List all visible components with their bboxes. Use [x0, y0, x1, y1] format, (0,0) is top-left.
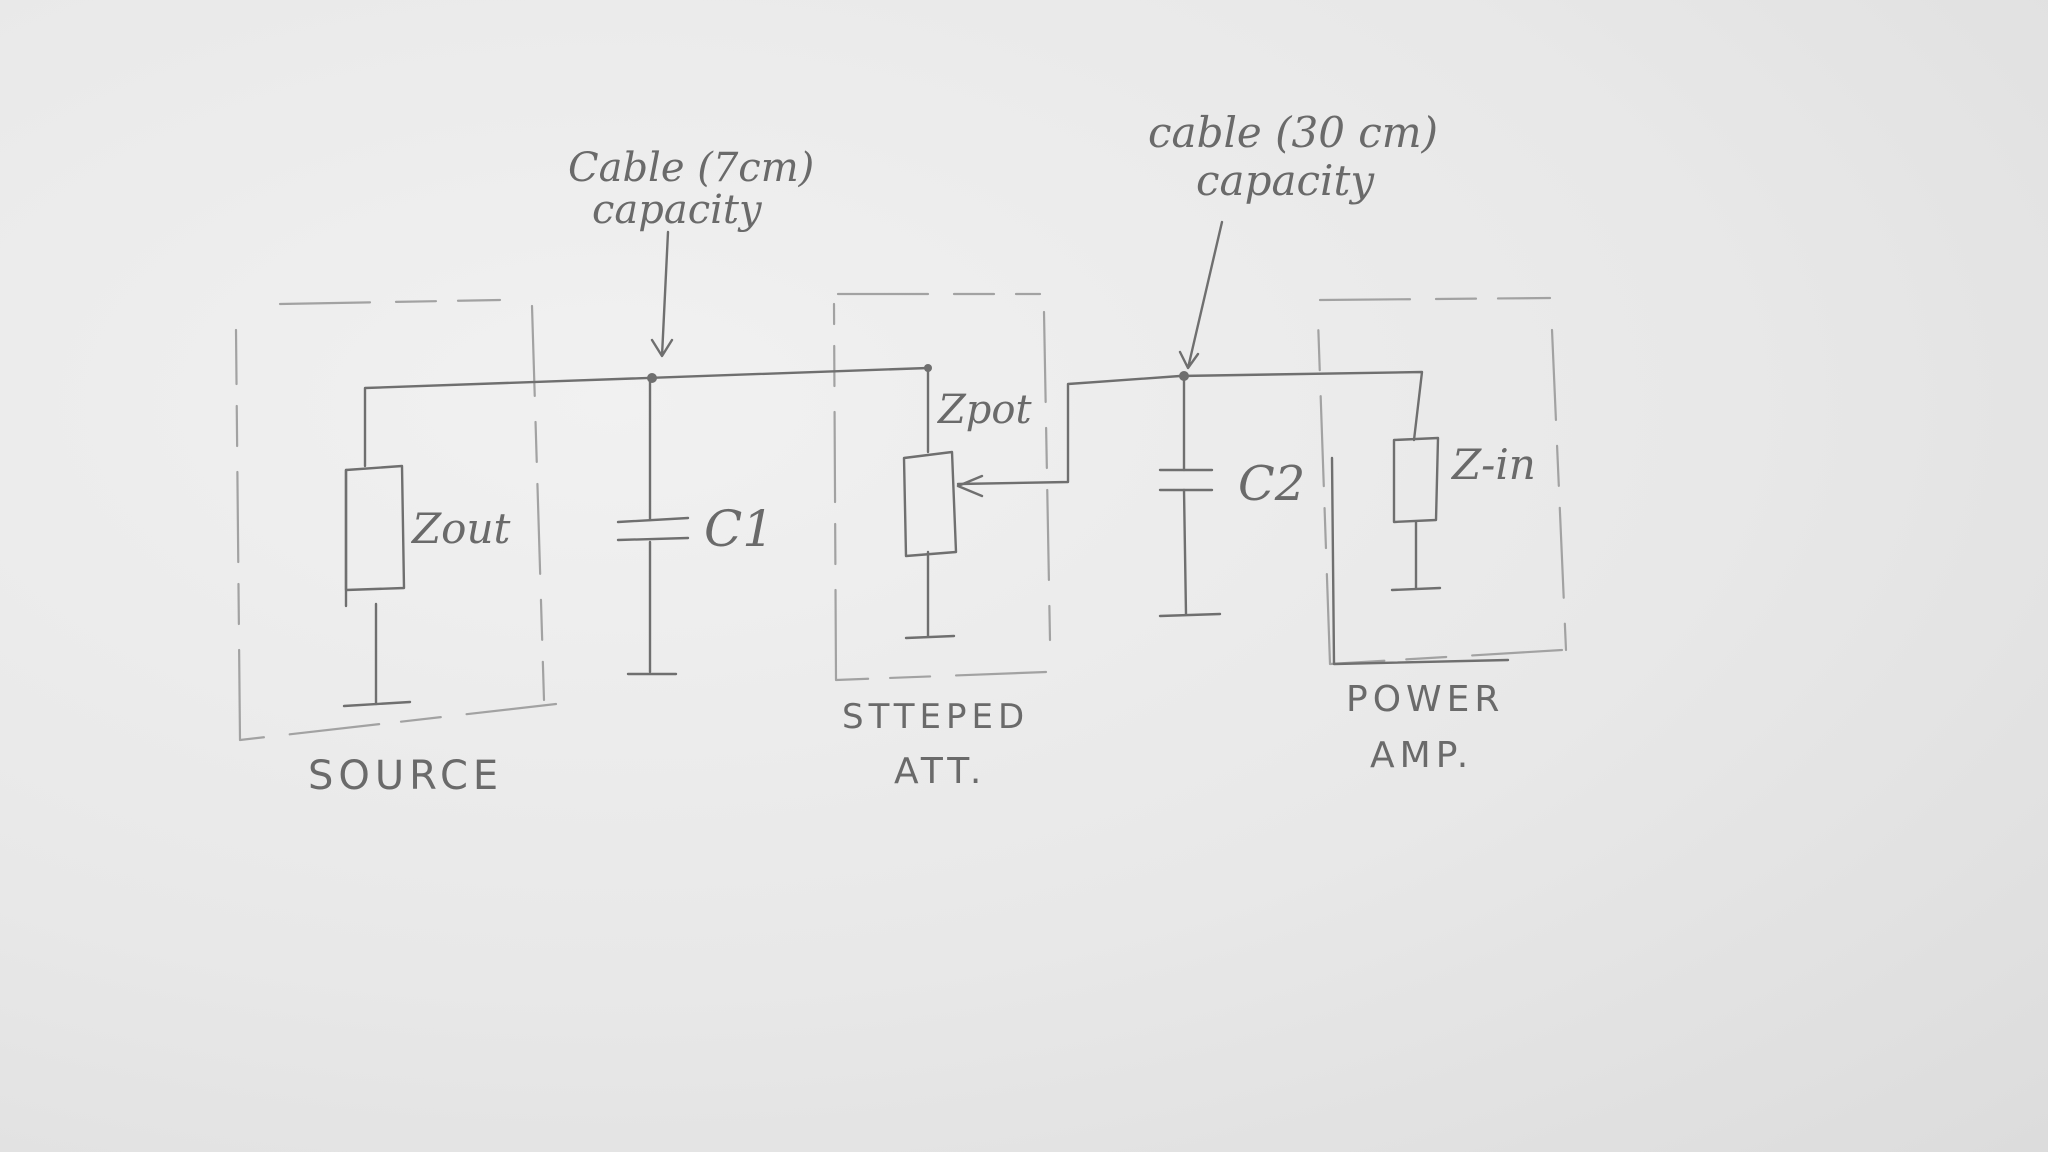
node-c1-junction — [647, 373, 657, 383]
block-boundaries — [234, 292, 1568, 742]
zpot-label: Zpot — [938, 387, 1032, 433]
zout-resistor — [344, 464, 406, 608]
attenuator-block-boundary — [832, 292, 1052, 682]
amplifier-label-line1: POWER — [1346, 679, 1505, 720]
zout-label: Zout — [412, 504, 511, 553]
cable2-label-line2: capacity — [1196, 156, 1375, 205]
c2-lead-wire — [1182, 374, 1188, 616]
ground-c2 — [1158, 612, 1222, 618]
cable1-label-line1: Cable (7cm) — [568, 145, 815, 191]
ground-symbols — [342, 586, 1442, 708]
wiper-wire — [956, 370, 1424, 486]
c1-capacitor — [616, 516, 690, 542]
c2-label: C2 — [1238, 456, 1306, 512]
zpot-potentiometer — [902, 450, 984, 558]
c1-label: C1 — [704, 500, 775, 558]
cable2-label-line1: cable (30 cm) — [1148, 108, 1439, 157]
attenuator-label-line1: STTEPED — [842, 697, 1030, 737]
cable1-label-line2: capacity — [592, 187, 762, 233]
ground-zin — [1390, 586, 1442, 592]
zin-label: Z-in — [1452, 440, 1536, 489]
cable1-arrow — [650, 230, 674, 358]
amp-inner-wire — [1330, 456, 1510, 666]
junction-nodes — [647, 364, 1189, 383]
source-block-boundary — [234, 298, 558, 742]
c2-capacitor — [1158, 468, 1214, 492]
node-zpot-top — [924, 364, 932, 372]
cable2-arrow — [1178, 220, 1224, 370]
node-c2-junction — [1179, 371, 1189, 381]
source-top-wire — [363, 366, 930, 468]
ground-zout — [342, 700, 412, 708]
annotation-arrows — [650, 220, 1224, 370]
attenuator-label-line2: ATT. — [894, 751, 987, 792]
amplifier-label-line2: AMP. — [1370, 735, 1474, 776]
ground-zpot — [904, 634, 956, 640]
source-block-label: SOURCE — [308, 753, 504, 799]
zin-resistor — [1392, 436, 1440, 524]
amplifier-block-boundary — [1316, 296, 1568, 666]
